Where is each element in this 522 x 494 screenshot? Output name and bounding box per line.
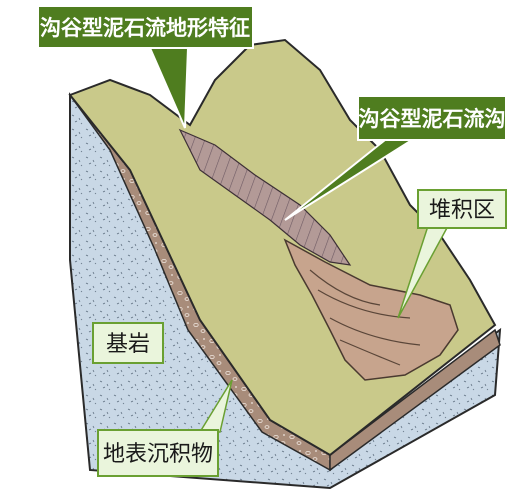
callout-terrain-text: 沟谷型泥石流地形特征 bbox=[40, 16, 250, 40]
deposit-label-box bbox=[417, 189, 507, 229]
callout-channel-text: 沟谷型泥石流沟 bbox=[359, 107, 506, 131]
gully-channel bbox=[178, 128, 352, 266]
fan-flow-lines bbox=[309, 269, 421, 366]
surface-deposit-label-text: 地表沉积物 bbox=[103, 442, 213, 467]
deposit-label-text: 堆积区 bbox=[429, 198, 495, 223]
callout-channel-box bbox=[357, 95, 507, 141]
bedrock-label-box bbox=[92, 322, 164, 364]
surface-deposit-label-box bbox=[97, 429, 219, 477]
bedrock-label-text: 基岩 bbox=[106, 332, 150, 357]
bottom-soil-layer bbox=[329, 328, 501, 472]
callout-terrain-box bbox=[37, 5, 254, 49]
